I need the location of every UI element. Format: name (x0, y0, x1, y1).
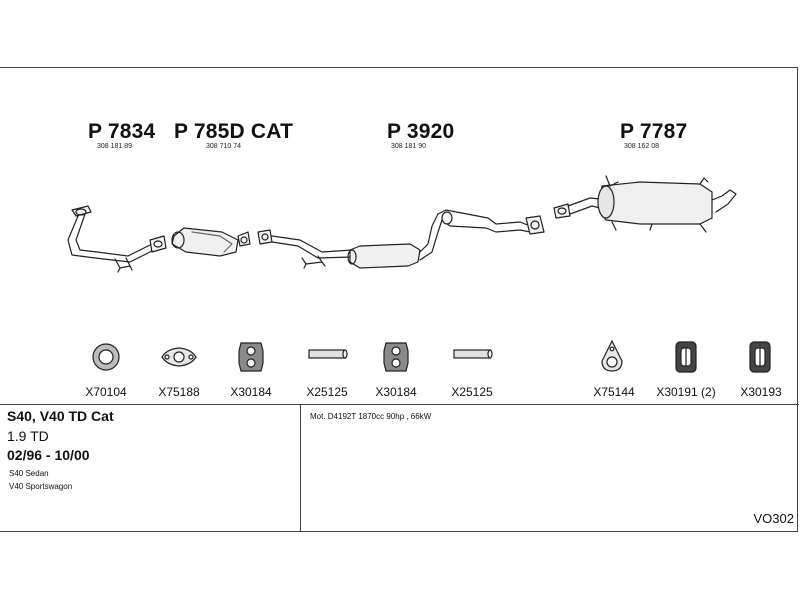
divider-vertical (300, 404, 301, 532)
part-number-rear-silencer: P 7787 (620, 120, 688, 143)
oe-number-rear-silencer: 308 162 08 (624, 143, 660, 150)
fitting-code: X75188 (158, 385, 200, 399)
fitting-code: X25125 (306, 385, 348, 399)
fitting-code: X25125 (451, 385, 493, 399)
catalyst-drawing (171, 227, 251, 257)
pipe-sleeve-icon (453, 349, 493, 359)
part-number-middle-silencer: P 3920 (387, 120, 455, 143)
production-years: 02/96 - 10/00 (7, 447, 90, 463)
mounting-rubber-icon (675, 341, 697, 373)
pointed-gasket-icon (601, 339, 623, 372)
body-type: S40 Sedan (9, 469, 49, 478)
diagram-code: VO302 (753, 511, 794, 526)
mounting-rubber-icon (749, 341, 771, 373)
divider-horizontal (0, 404, 799, 405)
fitting-code: X30184 (375, 385, 417, 399)
oe-number-front-pipe: 308 181 89 (97, 143, 133, 150)
diagram-frame (0, 67, 798, 532)
part-number-front-pipe: P 7834 (88, 120, 156, 143)
gasket-ring-icon (92, 343, 120, 371)
flange-gasket-icon (161, 347, 197, 367)
rubber-hanger-icon (238, 342, 264, 372)
rear-silencer-drawing (553, 175, 737, 233)
fitting-code: X75144 (593, 385, 635, 399)
fitting-code: X30193 (740, 385, 782, 399)
body-type: V40 Sportswagon (9, 482, 73, 491)
vehicle-model: S40, V40 TD Cat (7, 408, 114, 424)
oe-number-middle-silencer: 308 181 90 (391, 143, 427, 150)
fitting-code: X30184 (230, 385, 272, 399)
fitting-code: X30191 (2) (656, 385, 716, 399)
front-pipe-drawing (67, 205, 167, 273)
oe-number-catalyst: 308 710 74 (206, 143, 242, 150)
part-number-catalyst: P 785D CAT (174, 120, 294, 143)
middle-silencer-drawing (257, 209, 545, 269)
fitting-code: X70104 (85, 385, 127, 399)
pipe-sleeve-icon (308, 349, 348, 359)
rubber-hanger-icon (383, 342, 409, 372)
engine-info: Mot. D4192T 1870cc 90hp , 66kW (310, 412, 432, 421)
engine-displacement: 1.9 TD (7, 428, 49, 444)
